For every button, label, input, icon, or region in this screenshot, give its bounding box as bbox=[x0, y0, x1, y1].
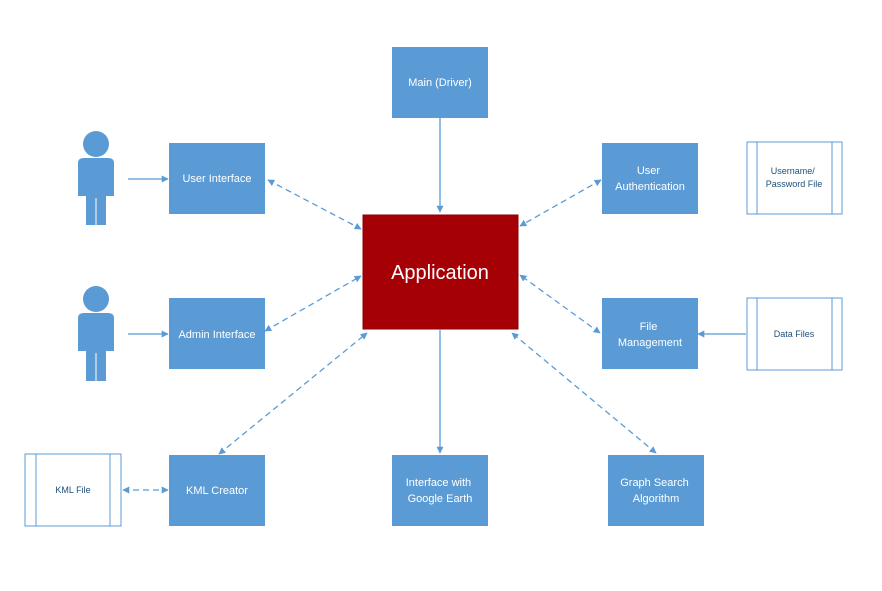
node-application-label: Application bbox=[391, 262, 489, 284]
connector-kml-creator-application bbox=[218, 332, 368, 455]
user-actor-icon bbox=[78, 131, 114, 225]
node-graph-search: Graph Search Algorithm bbox=[608, 455, 704, 526]
file-password-label: Username/ Password File bbox=[766, 166, 823, 189]
connectors bbox=[122, 118, 746, 494]
node-google-earth: Interface with Google Earth bbox=[392, 455, 488, 526]
node-graph-search-label: Graph Search Algorithm bbox=[620, 477, 692, 505]
node-google-earth-label: Interface with Google Earth bbox=[406, 477, 474, 505]
connector-admin-interface-application bbox=[264, 275, 362, 332]
node-file-management-label: File Management bbox=[618, 321, 682, 349]
node-user-interface-label: User Interface bbox=[182, 173, 251, 185]
connector-graph-search-application bbox=[511, 332, 657, 454]
connector-user-auth-application bbox=[519, 179, 602, 227]
node-application: Application bbox=[362, 214, 519, 330]
file-kml-label: KML File bbox=[55, 485, 90, 495]
file-password: Username/ Password File bbox=[746, 141, 843, 215]
admin-actor-icon bbox=[78, 286, 114, 381]
file-data-files: Data Files bbox=[746, 297, 843, 371]
node-kml-creator: KML Creator bbox=[169, 455, 265, 526]
node-file-management: File Management bbox=[602, 298, 698, 369]
node-kml-creator-label: KML Creator bbox=[186, 485, 248, 497]
node-main-driver-label: Main (Driver) bbox=[408, 77, 472, 89]
node-user-authentication: User Authentication bbox=[602, 143, 698, 214]
node-user-interface: User Interface bbox=[169, 143, 265, 214]
node-user-authentication-label: User Authentication bbox=[615, 165, 685, 193]
file-data-files-label: Data Files bbox=[774, 329, 815, 339]
connector-file-management-application bbox=[519, 274, 601, 334]
node-admin-interface-label: Admin Interface bbox=[178, 329, 255, 341]
file-kml: KML File bbox=[24, 453, 122, 527]
connector-user-interface-application bbox=[267, 179, 362, 230]
node-main-driver: Main (Driver) bbox=[392, 47, 488, 118]
node-admin-interface: Admin Interface bbox=[169, 298, 265, 369]
